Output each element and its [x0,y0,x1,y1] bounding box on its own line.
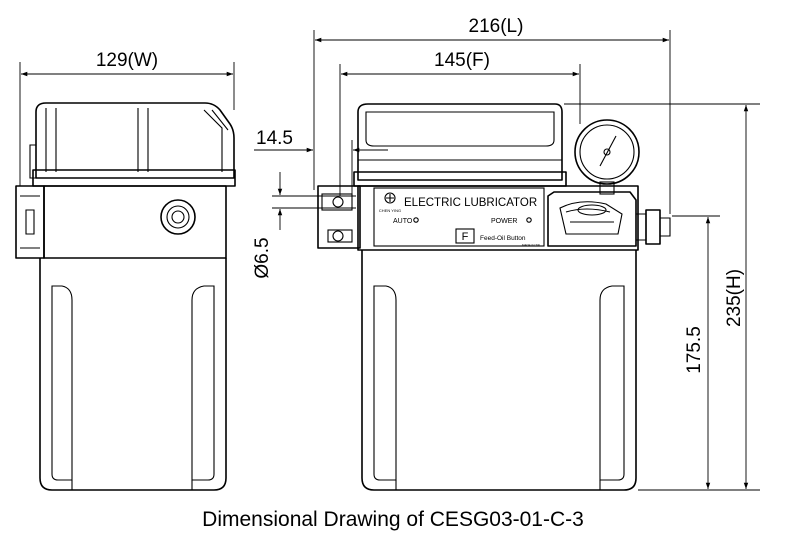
power-label: POWER [491,218,517,225]
dim-hole: Ø6.5 [252,172,356,279]
dim-width: 129(W) [19,50,235,186]
width-label: 129(W) [96,50,158,71]
auto-indicator-icon [413,217,419,223]
drawing-caption: Dimensional Drawing of CESG03-01-C-3 [202,508,584,531]
front-label: 145(F) [434,50,490,71]
brand-logo-icon [384,192,396,204]
hole-label: Ø6.5 [252,237,273,278]
dim-height: 235(H) [564,103,760,489]
brand-text: CHEN YING [379,208,401,213]
dim-front: 145(F) [339,50,581,196]
outlet-height-label: 175.5 [684,326,705,374]
panel-title: ELECTRIC LUBRICATOR [404,197,537,209]
feed-oil-button-letter: F [462,231,469,243]
pressure-gauge-icon [574,119,640,185]
auto-label: AUTO [393,218,413,225]
feed-oil-button[interactable] [455,228,475,244]
dim-length: 216(L) [313,16,671,214]
dim-offset: 14.5 [254,128,388,200]
power-indicator-icon [526,217,532,223]
feed-oil-button-label: Feed-Oil Button [480,235,526,242]
offset-label: 14.5 [256,128,293,149]
dim-outlet-height: 175.5 [638,215,760,491]
length-label: 216(L) [469,16,524,37]
front-view: CHEN YING ELECTRIC LUBRICATOR AUTO POWER… [317,103,671,491]
side-view [15,102,236,491]
fine-print: MADE IN TW [522,243,540,247]
height-label: 235(H) [724,269,745,327]
